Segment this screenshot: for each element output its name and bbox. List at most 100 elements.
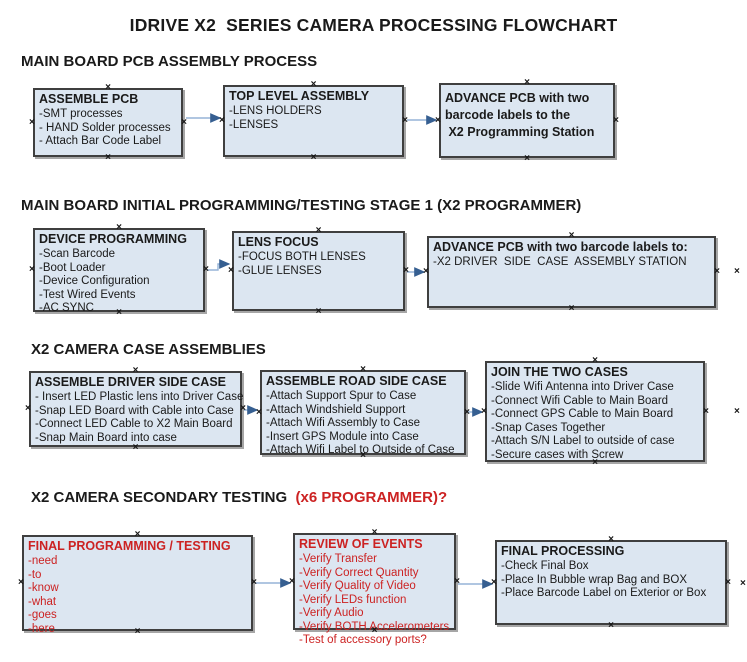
flowchart-box-assemble-driver-side-case: ASSEMBLE DRIVER SIDE CASE - Insert LED P…	[25, 366, 246, 453]
box-item: -LENS HOLDERS	[229, 105, 322, 117]
box-item: -need	[28, 555, 58, 567]
box-item: -Attach Wifi Assembly to Case	[266, 417, 421, 429]
box-item: -Test of accessory ports?	[299, 634, 427, 646]
section-heading-case-assemblies: X2 CAMERA CASE ASSEMBLIES	[31, 341, 266, 358]
box-item: -Device Configuration	[39, 275, 150, 287]
box-item: -X2 DRIVER SIDE CASE ASSEMBLY STATION	[433, 256, 687, 268]
connection-handle-icon: ×	[464, 406, 470, 418]
box-item: -Connect LED Cable to X2 Main Board	[35, 418, 233, 430]
flowchart-box-assemble-road-side-case: ASSEMBLE ROAD SIDE CASE -Attach Support …	[256, 365, 470, 461]
flowchart-box-advance-to-driver-side-station: ADVANCE PCB with two barcode labels to: …	[423, 231, 720, 314]
box-item: -to	[28, 568, 42, 581]
box-item: -Place Barcode Label on Exterior or Box	[501, 587, 707, 599]
box-items: -Attach Support Spur to Case-Attach Wind…	[266, 390, 460, 458]
page-title: IDRIVE X2 SERIES CAMERA PROCESSING FLOWC…	[129, 15, 618, 35]
box-item: -know	[28, 582, 59, 594]
box-item: -Verify Transfer	[299, 553, 377, 565]
box-item: -Scan Barcode	[39, 248, 116, 260]
box-title: LENS FOCUS	[238, 235, 319, 249]
box-items: -Slide Wifi Antenna into Driver Case -Con…	[491, 381, 699, 462]
flowchart-box-advance-to-programming-station: ADVANCE PCB with two barcode labels to t…	[435, 78, 619, 164]
box-item: - Attach Bar Code Label	[39, 135, 162, 147]
box-item: -Snap Main Board into case	[35, 431, 177, 444]
box-title: ASSEMBLE DRIVER SIDE CASE	[35, 375, 227, 389]
box-items: - Insert LED Plastic lens into Driver Ca…	[35, 391, 243, 445]
connection-handle-icon: ×	[714, 266, 720, 277]
box-items: -Verify Transfer-Verify Correct Quantity…	[299, 553, 450, 648]
connection-handle-icon: ×	[734, 406, 740, 417]
box-item: -Verify BOTH Accelerometers	[299, 620, 450, 633]
box-title: DEVICE PROGRAMMING	[39, 232, 187, 246]
connection-handle-icon: ×	[310, 152, 317, 163]
box-item: -Insert GPS Module into Case	[266, 430, 419, 443]
section-heading-black-part: X2 CAMERA SECONDARY TESTING	[31, 489, 296, 506]
connection-handle-icon: ×	[740, 578, 746, 589]
connection-handle-icon: ×	[105, 152, 111, 163]
box-item: -Verify LEDs function	[299, 593, 407, 606]
section-heading-initial-programming: MAIN BOARD INITIAL PROGRAMMING/TESTING S…	[21, 197, 582, 214]
connection-handle-icon: ×	[315, 306, 322, 317]
connection-handle-icon: ×	[240, 403, 246, 414]
flowchart-box-top-level-assembly: TOP LEVEL ASSEMBLY -LENS HOLDERS-LENSES …	[219, 80, 408, 163]
connection-handle-icon: ×	[251, 577, 257, 588]
box-item: -Test Wired Events	[39, 288, 136, 301]
connection-handle-icon: ×	[568, 303, 575, 314]
box-item: -Attach S/N Label to outside of case	[491, 435, 675, 447]
connection-handle-icon: ×	[181, 116, 187, 128]
box-item: -Secure cases with Screw	[491, 448, 624, 461]
box-item: -Boot Loader	[39, 261, 106, 274]
box-item: -GLUE LENSES	[238, 264, 322, 277]
box-items: -SMT processes- HAND Solder processes- A…	[39, 108, 177, 149]
connection-handle-icon: ×	[203, 264, 209, 275]
connection-handle-icon: ×	[228, 265, 234, 276]
connection-handle-icon: ×	[491, 576, 497, 588]
box-item: -Slide Wifi Antenna into Driver Case	[491, 381, 674, 393]
connection-handle-icon: ×	[608, 620, 614, 631]
flowchart-box-assemble-pcb: ASSEMBLE PCB -SMT processes- HAND Solder…	[29, 83, 187, 163]
connection-handle-icon: ×	[524, 153, 530, 164]
box-title: JOIN THE TWO CASES	[491, 365, 628, 379]
box-title: FINAL PROCESSING	[501, 544, 625, 558]
section-heading-secondary-testing: X2 CAMERA SECONDARY TESTING (x6 PROGRAMM…	[31, 489, 447, 506]
flowchart-box-final-programming-testing: FINAL PROGRAMMING / TESTING -need-to-kno…	[18, 530, 257, 637]
connection-handle-icon: ×	[403, 265, 409, 276]
box-item: -here	[28, 622, 55, 635]
connection-handle-icon: ×	[725, 576, 731, 588]
connection-handle-icon: ×	[524, 77, 530, 88]
box-item: -Check Final Box	[501, 560, 589, 572]
connection-handle-icon: ×	[25, 403, 31, 414]
section-heading-red-part: (x6 PROGRAMMER)?	[295, 489, 448, 506]
flowchart-box-final-processing: FINAL PROCESSING -Check Final Box -Place …	[491, 535, 731, 631]
box-item: -SMT processes	[39, 108, 123, 120]
connection-handle-icon: ×	[289, 575, 295, 587]
flowchart-box-lens-focus: LENS FOCUS -FOCUS BOTH LENSES-GLUE LENSE…	[228, 226, 409, 317]
connection-handle-icon: ×	[613, 114, 619, 126]
box-title: FINAL PROGRAMMING / TESTING	[28, 539, 231, 553]
box-item: -Attach Wifi Label to Outside of Case	[266, 444, 455, 456]
box-item: -FOCUS BOTH LENSES	[238, 251, 366, 263]
connection-handle-icon: ×	[18, 577, 24, 588]
box-items: -LENS HOLDERS-LENSES	[229, 105, 398, 132]
box-item: -Connect GPS Cable to Main Board	[491, 408, 674, 420]
box-items: -need-to-know-what-goes-here	[28, 555, 247, 636]
box-item: -Attach Windshield Support	[266, 403, 406, 416]
box-item: -LENSES	[229, 118, 279, 131]
connection-handle-icon: ×	[435, 114, 441, 126]
section-heading-pcb-assembly: MAIN BOARD PCB ASSEMBLY PROCESS	[21, 53, 318, 70]
box-item: -Verify Correct Quantity	[299, 566, 419, 579]
connection-handle-icon: ×	[454, 575, 460, 587]
box-items: -X2 DRIVER SIDE CASE ASSEMBLY STATION	[433, 256, 710, 270]
box-title: TOP LEVEL ASSEMBLY	[229, 89, 370, 103]
box-items: -FOCUS BOTH LENSES-GLUE LENSES	[238, 251, 399, 278]
flowchart-box-review-of-events: REVIEW OF EVENTS -Verify Transfer-Verify…	[289, 528, 460, 647]
box-item: -Attach Support Spur to Case	[266, 390, 417, 402]
box-title: ASSEMBLE ROAD SIDE CASE	[266, 374, 447, 388]
box-item: -Verify Audio	[299, 607, 364, 619]
flowchart-box-device-programming: DEVICE PROGRAMMING -Scan Barcode-Boot Lo…	[29, 223, 209, 318]
box-item: -goes	[28, 609, 57, 621]
connection-handle-icon: ×	[219, 115, 225, 126]
box-title: ASSEMBLE PCB	[39, 92, 139, 106]
box-title: REVIEW OF EVENTS	[299, 537, 423, 551]
box-items: -Scan Barcode-Boot Loader-Device Configu…	[39, 248, 199, 316]
